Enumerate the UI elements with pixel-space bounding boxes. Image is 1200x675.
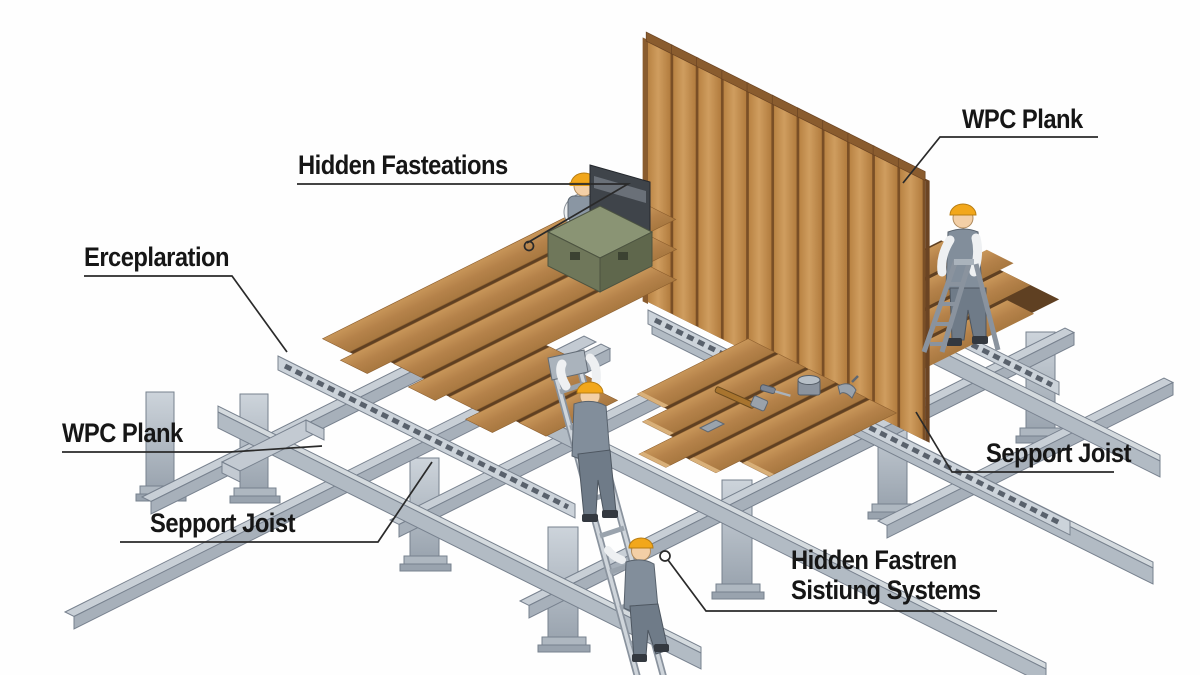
leader-lines (62, 136, 1114, 612)
wall-plank-caps (645, 31, 926, 182)
label-hidden-fastening-1: Hidden Fastren (791, 545, 957, 575)
bracket-icon (698, 419, 726, 433)
screwdriver-icon (759, 384, 791, 397)
hand-tools (698, 375, 859, 433)
step-ladder (921, 259, 1001, 353)
label-wpc-plank-top: WPC Plank (962, 104, 1083, 134)
wpc-wall (642, 31, 930, 443)
label-support-joist-right: Sepport Joist (986, 438, 1131, 468)
clamp-icon (837, 375, 859, 399)
canister-icon (797, 375, 821, 396)
label-wpc-plank-left: WPC Plank (62, 418, 183, 448)
frame-beams-u (63, 327, 1175, 630)
c-channel-stubs (220, 335, 598, 483)
label-hidden-fastening-2: Sistiung Systems (791, 575, 981, 605)
toolbox (546, 164, 654, 293)
hammer-icon (714, 386, 769, 412)
worker-on-ladder (547, 349, 618, 522)
label-support-joist-left: Sepport Joist (150, 508, 295, 538)
worker-climbing (604, 537, 669, 662)
label-preparation: Erceplaration (84, 242, 230, 272)
label-hidden-fasteners: Hidden Fasteations (298, 150, 508, 180)
